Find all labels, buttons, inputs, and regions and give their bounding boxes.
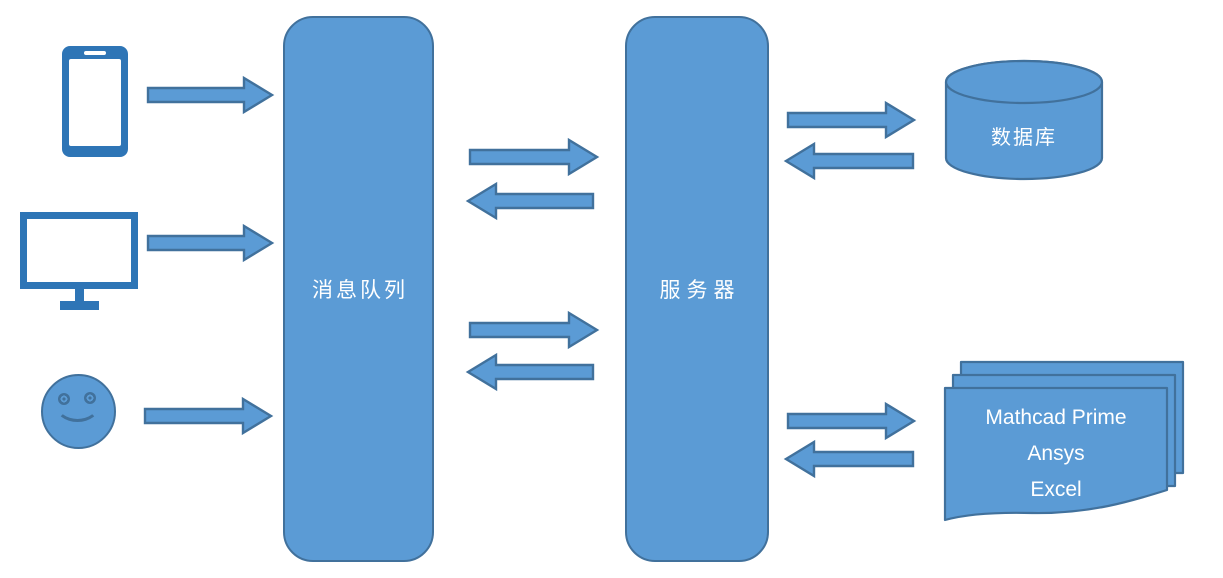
- applications-label: Mathcad Prime Ansys Excel: [945, 400, 1167, 508]
- database-cylinder: [944, 59, 1104, 181]
- server-node: 服务器: [625, 16, 769, 562]
- message-queue-label: 消息队列: [312, 279, 408, 302]
- arrow-user-to-queue: [143, 396, 274, 436]
- phone-screen: [69, 59, 121, 146]
- monitor-stand-base: [60, 301, 99, 310]
- arrow-monitor-to-queue: [146, 223, 275, 263]
- smiley-mouth: [55, 388, 100, 422]
- document-front: [943, 386, 1169, 522]
- phone-icon: [62, 46, 128, 157]
- applications-document-stack: [943, 360, 1185, 522]
- arrow-queue-to-server-bottom: [468, 310, 600, 350]
- smiley-icon: [41, 374, 116, 449]
- server-label: 服务器: [659, 279, 741, 302]
- database-cylinder-top: [944, 59, 1104, 105]
- phone-speaker-slot: [84, 51, 106, 55]
- database-label: 数据库: [991, 127, 1057, 149]
- arrow-server-to-queue-bottom: [465, 352, 595, 392]
- applications-label-line-3: Excel: [1030, 478, 1082, 501]
- arrow-phone-to-queue: [146, 75, 275, 115]
- arrow-queue-to-server-top: [468, 137, 600, 177]
- monitor-stand-stem: [75, 289, 84, 303]
- applications-label-line-2: Ansys: [1027, 442, 1085, 465]
- arrow-database-to-server: [783, 141, 915, 181]
- arrow-server-to-database: [786, 100, 917, 140]
- applications-label-line-1: Mathcad Prime: [985, 406, 1127, 429]
- monitor-screen: [20, 212, 138, 289]
- arrow-server-to-queue-top: [465, 181, 595, 221]
- message-queue-node: 消息队列: [283, 16, 434, 562]
- arrow-server-to-applications: [786, 401, 917, 441]
- arrow-applications-to-server: [783, 439, 915, 479]
